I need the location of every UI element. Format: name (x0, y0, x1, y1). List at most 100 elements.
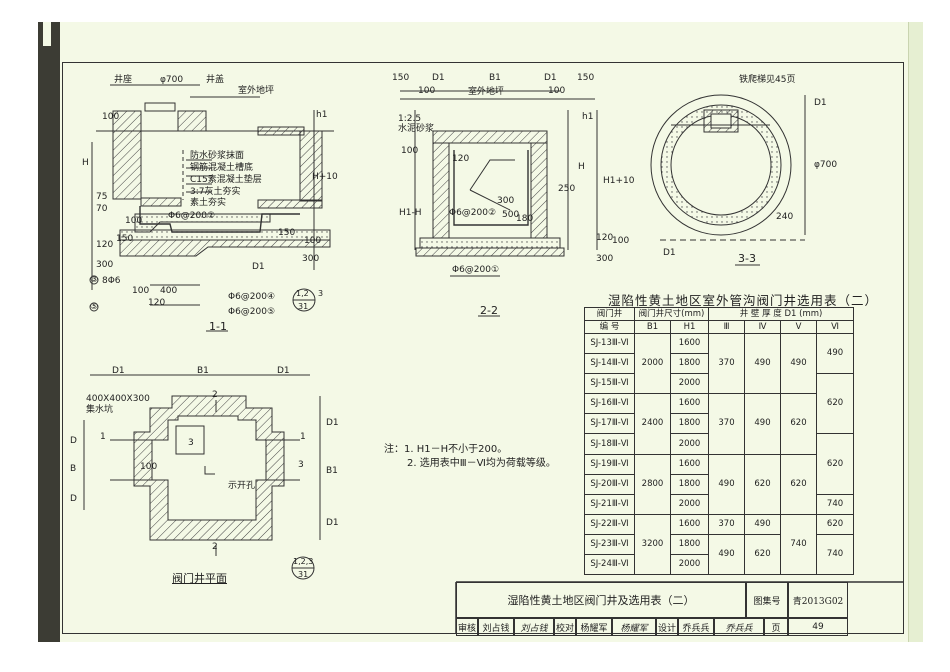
cell-grade-6: 620 (816, 513, 855, 535)
table-title: 湿陷性黄土地区室外管沟阀门井选用表（二） (608, 293, 879, 308)
label-300: 300 (497, 196, 515, 206)
table-row: SJ-18Ⅲ-Ⅵ 2000 620 (584, 433, 855, 495)
atlas-label: 图集号 (746, 582, 788, 618)
cell-id: SJ-21Ⅲ-Ⅵ (584, 493, 635, 515)
label-500: 500 (502, 210, 520, 220)
plan-label-hole: 示开孔 (228, 481, 256, 491)
header-grade-4: Ⅳ (744, 320, 782, 334)
plan-ref-top: 1,2,3 (293, 557, 314, 566)
label-waterproof-mortar: 防水砂浆抹面 (190, 151, 245, 161)
cell-grade-5: 490 (780, 332, 818, 395)
cell-grade-4: 490 (744, 393, 782, 455)
plan-label-d1-left: D1 (112, 366, 125, 376)
cell-grade-3: 370 (708, 332, 746, 395)
page-label: 页 (764, 618, 788, 636)
section-2-2-caption: 2-2 (480, 304, 498, 317)
table-row: SJ-21Ⅲ-Ⅵ 2000 740 (584, 493, 855, 515)
note-1: 注：1. H1－H不小于200。 (384, 444, 508, 455)
cell-grade-5: 620 (780, 453, 818, 515)
label-h: H (82, 158, 89, 168)
label-well-cover: 井盖 (206, 75, 225, 85)
label-300b: 300 (596, 254, 614, 264)
cell-grade-6: 740 (816, 493, 855, 515)
cell-grade-3: 370 (708, 513, 746, 535)
label-dim-400: 400 (160, 286, 178, 296)
label-rebar-5: Φ6@200⑤ (228, 307, 276, 317)
label-dim-2: 300 (302, 254, 320, 264)
cell-grade-5: 740 (780, 513, 818, 576)
label-rebar-2b: Φ6@200② (449, 208, 497, 218)
sheet-right-edge (908, 22, 923, 642)
header-grade-3: Ⅲ (708, 320, 746, 334)
section-1-1 (89, 84, 334, 332)
cell-grade-6: 490 (816, 332, 855, 375)
cell-grade-4: 490 (744, 332, 782, 395)
selection-table: 阀门井 阀门井尺寸(mm) 井 壁 厚 度 D1 (mm) 编 号 B1 H1 … (584, 307, 855, 576)
cell-h1: 1600 (669, 393, 710, 415)
design-label: 设计 (656, 618, 678, 636)
drawing-frame (62, 62, 904, 634)
cell-grade-4: 490 (744, 513, 782, 535)
reviewer-signature: 刘占钱 (514, 618, 554, 636)
label-d1-3: D1 (814, 98, 827, 108)
cell-id: SJ-16Ⅲ-Ⅵ (584, 393, 635, 415)
label-100: 100 (401, 146, 419, 156)
page-number: 49 (788, 618, 848, 636)
check-label: 校对 (554, 618, 576, 636)
label-120b: 120 (596, 233, 614, 243)
cell-h1: 1800 (669, 413, 710, 435)
plan-ref-bottom: 31 (298, 570, 309, 579)
plan-label-b: B (70, 464, 77, 474)
label-250: 250 (558, 184, 576, 194)
cell-grade-6: 620 (816, 373, 855, 435)
plan-label-d1-bottom: D1 (326, 518, 339, 528)
cell-h1: 1600 (669, 513, 710, 535)
label-100-left: 100 (418, 86, 436, 96)
label-rebar-2: Φ6@200② (168, 211, 216, 221)
cut-mark-2-top: 2 (212, 390, 218, 400)
plan-caption: 阀门井平面 (172, 572, 227, 585)
table-row: SJ-20Ⅲ-Ⅵ 1800 (584, 473, 854, 495)
plan-label-d1-top: D1 (326, 418, 339, 428)
label-dim-120: 120 (96, 240, 114, 250)
label-rc-slab: 钢筋混凝土槽底 (190, 163, 254, 173)
title-block: 湿陷性黄土地区阀门井及选用表（二） 图集号 青2013G02 审核 刘占钱 刘占… (456, 582, 848, 636)
label-100b: 100 (612, 236, 630, 246)
section-3-3 (650, 94, 806, 266)
cut-mark-1-right: 1 (300, 432, 306, 442)
label-dim-150b: 150 (278, 228, 296, 238)
cell-h1: 1600 (669, 332, 710, 355)
table-row: SJ-15Ⅲ-Ⅵ 2000 620 (584, 373, 855, 435)
label-circ-5: ⑤ (90, 302, 99, 312)
title-block-title: 湿陷性黄土地区阀门井及选用表（二） (456, 582, 746, 618)
label-dim-300: 300 (96, 260, 114, 270)
label-h1-2: h1 (582, 112, 594, 122)
label-h1: h1 (316, 110, 328, 120)
cell-b1: 3200 (634, 513, 671, 576)
plan-label-100: 100 (140, 462, 158, 472)
label-dim-120b: 120 (148, 298, 166, 308)
cell-h1: 1800 (669, 533, 710, 556)
table-header-row-1: 阀门井 阀门井尺寸(mm) 井 壁 厚 度 D1 (mm) (584, 307, 855, 321)
label-150-left: 150 (392, 73, 410, 83)
label-cement-mortar: 水泥砂浆 (398, 124, 435, 134)
cell-id: SJ-14Ⅲ-Ⅵ (584, 353, 635, 375)
ref-1-bottom: 31 (298, 302, 309, 311)
cell-h1: 1600 (669, 453, 710, 475)
label-dim-100b: 100 (125, 216, 143, 226)
table-row: SJ-23Ⅲ-Ⅵ 1800 490 620 740 (584, 533, 855, 576)
cell-grade-3: 370 (708, 393, 746, 455)
table-row: SJ-24Ⅲ-Ⅵ 2000 (584, 554, 854, 576)
label-180: 180 (516, 214, 534, 224)
plan-label-b1: B1 (197, 366, 209, 376)
label-h1-minus-h: H1-H (399, 208, 422, 218)
cell-grade-4: 620 (744, 533, 782, 576)
ref-1-top: 1,2 (296, 289, 309, 298)
plan-label-sump: 400X400X300 (86, 394, 150, 404)
cell-h1: 1800 (669, 353, 710, 375)
header-thickness: 井 壁 厚 度 D1 (mm) (708, 307, 855, 321)
cut-mark-2-bottom: 2 (212, 542, 218, 552)
plan-label-b1v: B1 (326, 466, 338, 476)
label-mortar-ratio: 1:2.5 (398, 114, 422, 124)
review-label: 审核 (456, 618, 478, 636)
